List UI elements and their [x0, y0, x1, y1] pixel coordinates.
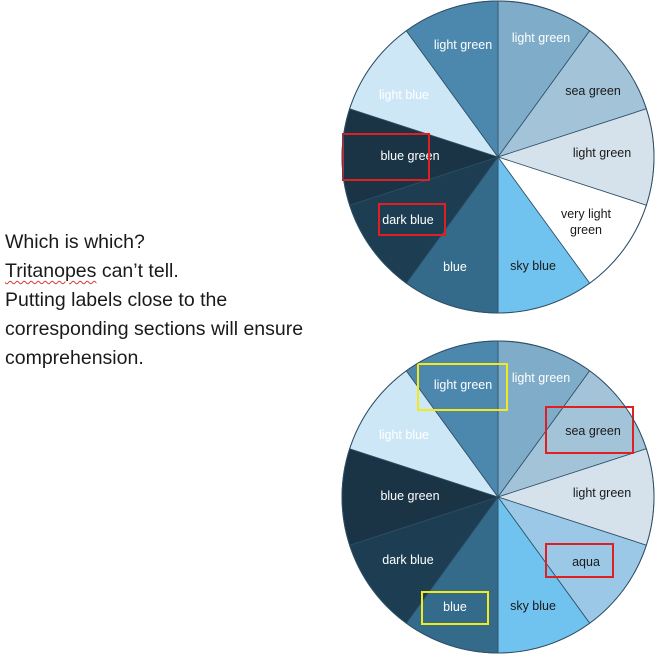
caption-text: Which is which? Tritanopes can’t tell. P…	[5, 228, 345, 373]
segment-label: blue	[443, 260, 467, 274]
segment-label: light green	[512, 371, 570, 385]
segment-label: sky blue	[510, 599, 556, 613]
segment-label: blue	[443, 600, 467, 614]
caption-line-tritanopes: Tritanopes can’t tell.	[5, 257, 345, 286]
caption-line-question: Which is which?	[5, 231, 145, 253]
caption-line-corresponding: corresponding sections will ensure	[5, 318, 304, 340]
highlight-box	[421, 591, 489, 625]
segment-label: sea green	[565, 84, 621, 98]
segment-label: blue green	[380, 489, 439, 503]
caption-line-tritanopes-rest: can’t tell.	[96, 260, 179, 282]
caption-line-comprehension: comprehension.	[5, 347, 144, 369]
highlight-box	[545, 543, 614, 578]
segment-label: blue green	[380, 149, 439, 163]
highlight-box	[545, 406, 634, 454]
segment-label: light green	[434, 378, 492, 392]
segment-label: light green	[573, 486, 631, 500]
color-wheel-bottom: light green sea green light green aqua sky b…	[341, 340, 655, 654]
segment-label: sky blue	[510, 259, 556, 273]
caption-line-putting: Putting labels close to the	[5, 289, 228, 311]
highlight-box	[342, 133, 430, 181]
segment-label: light green	[434, 38, 492, 52]
wheel-outline	[341, 340, 655, 654]
highlight-box	[417, 363, 508, 411]
segment-label: light blue	[379, 88, 429, 102]
wheel-outline	[341, 0, 655, 314]
segment-label: aqua	[572, 555, 600, 569]
segment-label: dark blue	[382, 553, 433, 567]
color-wheel-top: light green sea green light green very ligh…	[341, 0, 655, 314]
segment-label: light blue	[379, 428, 429, 442]
segment-label: dark blue	[382, 213, 433, 227]
highlight-box	[378, 203, 446, 236]
segment-label: sea green	[565, 424, 621, 438]
segment-label: light green	[573, 146, 631, 160]
segment-label: light green	[512, 31, 570, 45]
spellcheck-underlined-word: Tritanopes	[5, 260, 97, 282]
